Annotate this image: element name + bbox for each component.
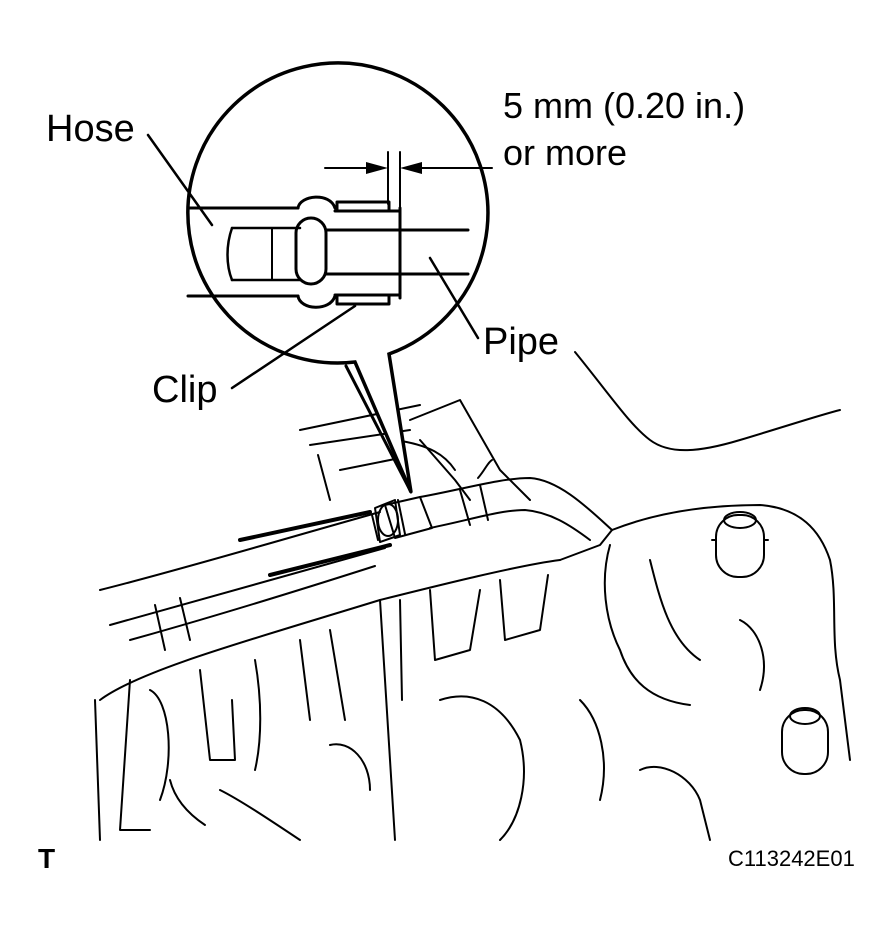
pipe-label: Pipe [483, 321, 559, 363]
leader-lines [146, 133, 480, 390]
hose-drawing [186, 195, 337, 309]
clip-label: Clip [152, 369, 217, 411]
dimension-label-line1: 5 mm (0.20 in.) [503, 85, 745, 126]
clip-drawing [333, 200, 402, 306]
magnified-view-bubble [186, 61, 493, 494]
engine-illustration [94, 351, 851, 841]
footer-mark: T [38, 843, 55, 874]
dimension-arrows [324, 151, 493, 211]
figure-code: C113242E01 [728, 846, 855, 871]
pipe-drawing [324, 228, 470, 276]
dimension-label-line2: or more [503, 132, 627, 173]
hose-label: Hose [46, 108, 135, 150]
